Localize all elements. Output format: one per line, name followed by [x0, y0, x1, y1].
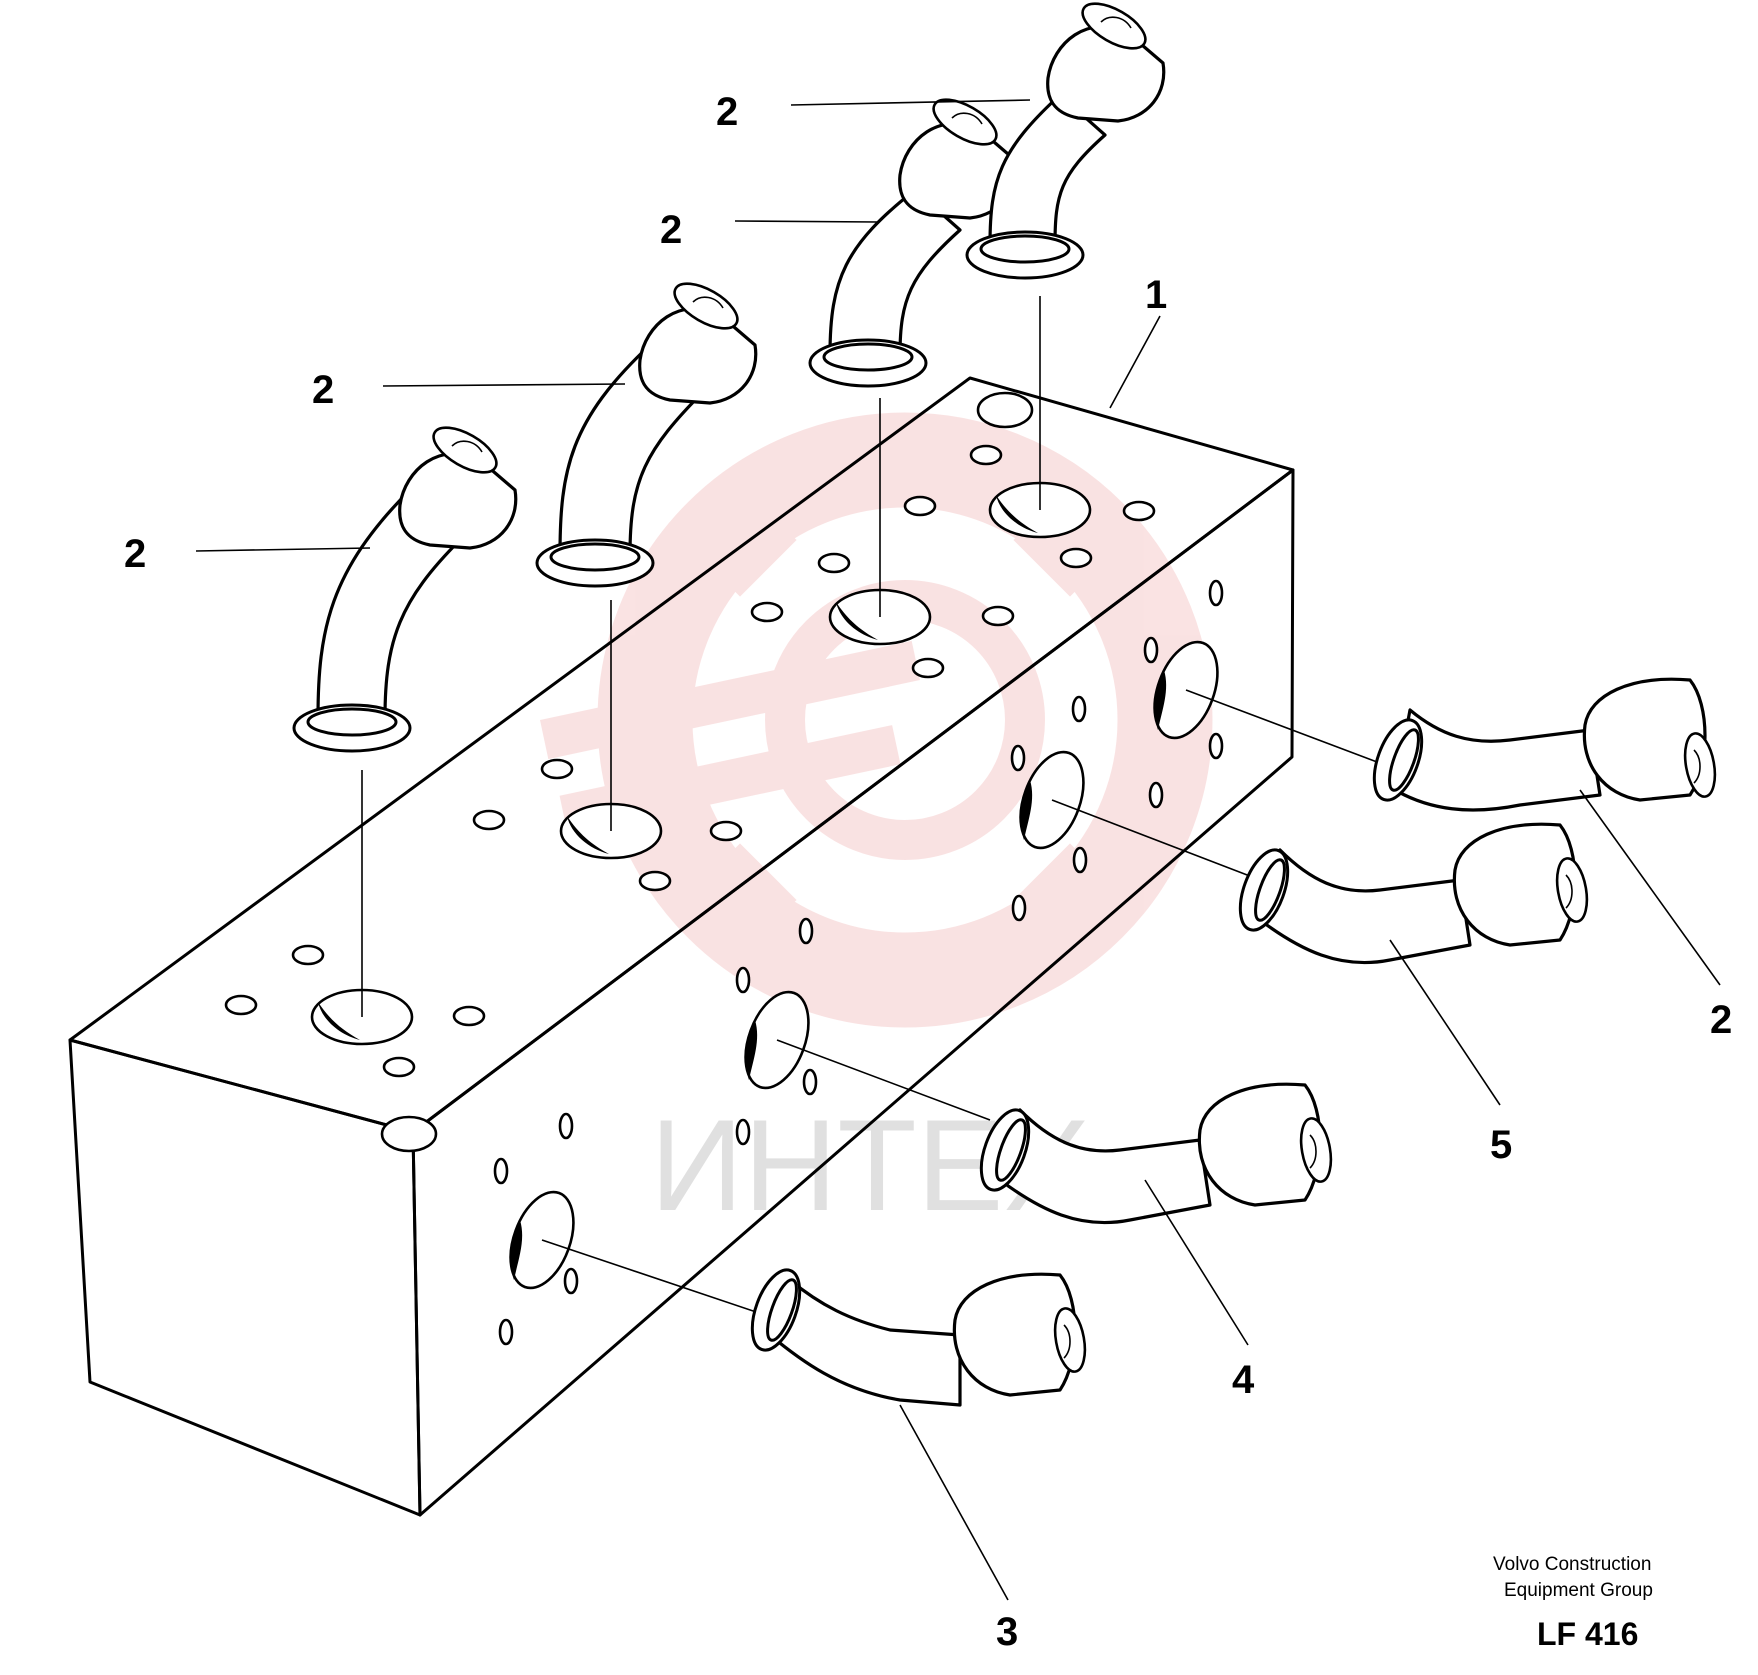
side-pipe-fitting-2 — [1372, 677, 1717, 812]
side-threaded-holes — [493, 579, 1224, 1346]
drawing-code: LF 416 — [1537, 1616, 1638, 1652]
watermark-gear-logo — [539, 412, 1213, 1028]
callout-side-pipe-4: 4 — [1232, 1358, 1255, 1402]
credit-line-2: Equipment Group — [1504, 1580, 1653, 1601]
callouts: 1 2 2 2 2 2 5 4 3 — [124, 90, 1732, 1654]
side-pipe-fitting-5 — [1238, 822, 1589, 965]
callout-block: 1 — [1145, 273, 1167, 317]
callout-top-pipe-c: 2 — [660, 208, 682, 252]
side-pipe-fitting-3 — [750, 1268, 1087, 1407]
callout-side-pipe-5: 5 — [1490, 1123, 1512, 1167]
callout-top-pipe-d: 2 — [716, 90, 738, 134]
manifold-block — [68, 376, 1295, 1517]
side-pipe-fitting-4 — [979, 1082, 1333, 1225]
callout-side-pipe-right: 2 — [1710, 998, 1732, 1042]
top-pipe-fitting-c — [808, 98, 1018, 388]
callout-side-pipe-3: 3 — [996, 1610, 1018, 1654]
credit-line-1: Volvo Construction — [1493, 1554, 1651, 1575]
top-pipe-fitting-b — [535, 282, 758, 588]
callout-top-pipe-a: 2 — [124, 532, 146, 576]
credit-block: Volvo Construction Equipment Group LF 41… — [1493, 1554, 1653, 1652]
threaded-holes — [224, 444, 1156, 1078]
leader-lines — [195, 99, 1721, 1601]
top-pipe-fitting-d — [965, 2, 1166, 280]
assembly-centerlines — [361, 296, 1386, 1321]
callout-top-pipe-b: 2 — [312, 368, 334, 412]
top-pipe-fitting-a — [292, 426, 518, 753]
